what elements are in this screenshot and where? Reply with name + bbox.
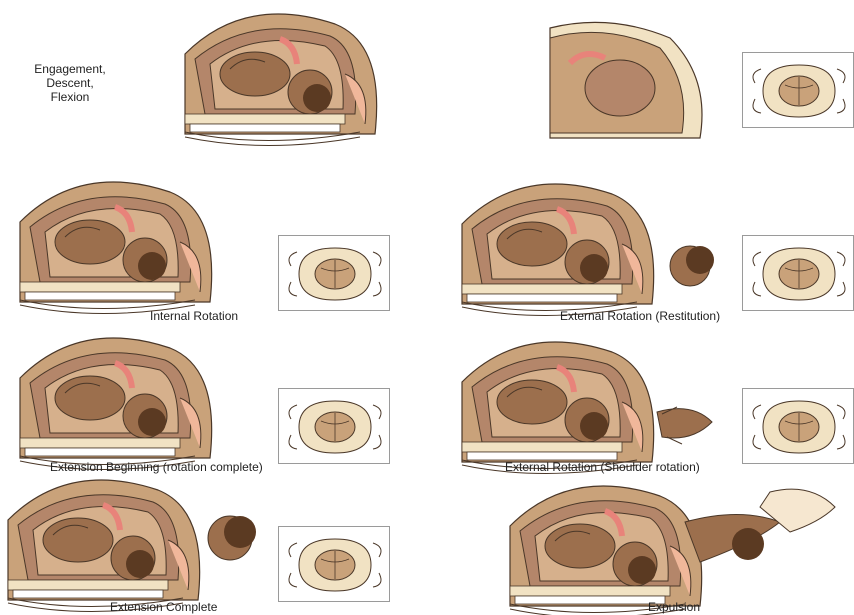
pelvis-inset-internal-rotation [278, 235, 390, 311]
pelvis-inset-extension-beginning [278, 388, 390, 464]
illustration-engagement [180, 8, 390, 148]
illustration-internal-rotation [20, 182, 230, 307]
caption-internal-rotation: Internal Rotation [150, 309, 238, 323]
pelvis-inset-external-rotation-shoulder [742, 388, 854, 464]
caption-external-rotation-restitution: External Rotation (Restitution) [560, 309, 720, 323]
pelvis-inset-top-right [742, 52, 854, 128]
illustration-expulsion [510, 482, 840, 600]
stage-label-line: Flexion [10, 90, 130, 104]
caption-extension-beginning: Extension Beginning (rotation complete) [50, 460, 263, 474]
illustration-external-rotation-shoulder [462, 342, 732, 458]
pelvis-inset-external-rotation-restitution [742, 235, 854, 311]
caption-external-rotation-shoulder: External Rotation (Shoulder rotation) [505, 460, 700, 474]
caption-expulsion: Expulsion [648, 600, 700, 614]
illustration-external-rotation-restitution [462, 184, 732, 304]
illustration-top-right [550, 18, 710, 138]
illustration-extension-complete [8, 488, 268, 600]
stage-label-engagement: Engagement, Descent, Flexion [10, 62, 130, 104]
pelvis-inset-extension-complete [278, 526, 390, 602]
stage-label-line: Engagement, [10, 62, 130, 76]
illustration-extension-beginning [20, 338, 230, 458]
caption-extension-complete: Extension Complete [110, 600, 217, 614]
stage-label-line: Descent, [10, 76, 130, 90]
